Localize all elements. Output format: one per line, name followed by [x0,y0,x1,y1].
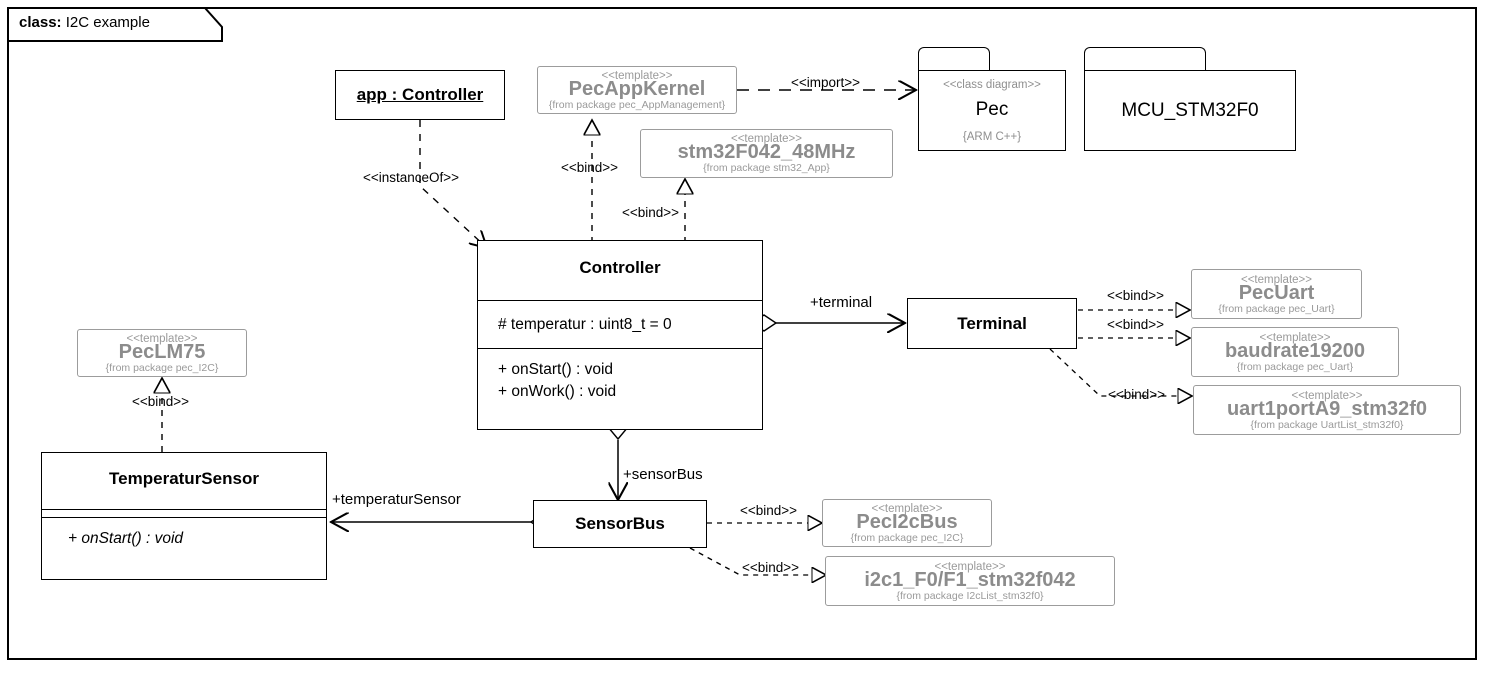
template-pecuart-from: {from package pec_Uart} [1218,303,1335,316]
class-controller-operation-1: + onWork() : void [498,383,617,400]
diagram-frame [7,7,1477,660]
template-stm32f042-stereotype: <<template>> [731,133,802,145]
package-mcu-stm32f0-tab [1084,47,1206,71]
class-temperatursensor-operations: + onStart() : void [42,517,326,571]
package-mcu-stm32f0-body: MCU_STM32F0 [1084,70,1296,151]
edge-label-instance-of: <<instanceOf>> [363,170,460,185]
edge-label-role-terminal: +terminal [810,294,873,311]
template-stm32f042[interactable]: <<template>> stm32F042_48MHz {from packa… [640,129,893,178]
frame-label-prefix: class: [19,14,62,31]
template-baudrate19200-stereotype: <<template>> [1259,332,1331,344]
edge-label-bind-stm32f042: <<bind>> [622,205,680,220]
template-baudrate19200-from: {from package pec_Uart} [1236,361,1354,374]
class-temperatursensor[interactable]: TemperaturSensor + onStart() : void [41,452,327,580]
edge-label-bind-i2c1: <<bind>> [742,560,800,575]
frame-label: class: I2C example [19,14,150,31]
template-uart1porta9-name: uart1portA9_stm32f0 [1226,398,1428,421]
template-peclm75-name: PecLM75 [118,341,206,364]
template-peci2cbus-stereotype: <<template>> [871,503,943,515]
template-peclm75[interactable]: <<template>> PecLM75 {from package pec_I… [77,329,247,377]
package-pec[interactable]: <<class diagram>> Pec {ARM C++} [918,47,1066,151]
class-controller-operations: + onStart() : void + onWork() : void [478,348,762,417]
package-pec-note: {ARM C++} [962,130,1022,143]
template-stm32f042-name: stm32F042_48MHz [677,141,856,164]
edge-label-bind-baudrate: <<bind>> [1107,317,1165,332]
edge-label-bind-uart1port: <<bind>> [1108,387,1166,402]
template-baudrate19200-name: baudrate19200 [1224,340,1366,363]
class-controller-title: Controller [579,258,661,277]
class-terminal[interactable]: Terminal [907,298,1077,349]
template-i2c1-stm32f042-name: i2c1_F0/F1_stm32f042 [864,569,1076,592]
package-mcu-stm32f0[interactable]: MCU_STM32F0 [1084,47,1296,151]
template-peci2cbus[interactable]: <<template>> PecI2cBus {from package pec… [822,499,992,547]
template-pecappkernel-name: PecAppKernel [568,78,706,101]
template-i2c1-stm32f042-stereotype: <<template>> [934,561,1006,573]
class-terminal-title: Terminal [957,314,1027,333]
class-sensorbus-title: SensorBus [575,514,665,533]
edge-label-bind-peci2cbus: <<bind>> [740,503,798,518]
class-controller[interactable]: Controller # temperatur : uint8_t = 0 + … [477,240,763,430]
template-peci2cbus-name: PecI2cBus [856,511,958,534]
template-uart1porta9-stereotype: <<template>> [1291,390,1363,402]
package-pec-tab [918,47,990,71]
class-temperatursensor-attributes [42,509,326,517]
package-pec-body: <<class diagram>> Pec {ARM C++} [918,70,1066,151]
edge-label-bind-peclm75: <<bind>> [132,394,190,409]
template-i2c1-stm32f042-from: {from package I2cList_stm32f0} [896,590,1044,603]
template-stm32f042-from: {from package stm32_App} [703,162,830,175]
edge-label-role-temperatursensor: +temperaturSensor [332,491,461,508]
frame-label-name: I2C example [65,14,150,31]
package-pec-stereotype: <<class diagram>> [943,78,1041,91]
template-baudrate19200[interactable]: <<template>> baudrate19200 {from package… [1191,327,1399,377]
template-peclm75-from: {from package pec_I2C} [105,362,219,375]
template-i2c1-stm32f042[interactable]: <<template>> i2c1_F0/F1_stm32f042 {from … [825,556,1115,606]
template-pecuart-name: PecUart [1238,282,1315,305]
class-controller-operation-0: + onStart() : void [498,361,614,378]
template-pecappkernel-stereotype: <<template>> [601,70,673,82]
package-pec-name: Pec [975,98,1009,120]
edge-label-bind-pecappkernel: <<bind>> [561,160,619,175]
edge-label-role-sensorbus: +sensorBus [623,466,703,483]
template-pecuart[interactable]: <<template>> PecUart {from package pec_U… [1191,269,1362,319]
class-sensorbus[interactable]: SensorBus [533,500,707,548]
class-temperatursensor-operation-0: + onStart() : void [68,530,184,547]
instance-app-controller-label: app : Controller [356,85,484,104]
template-peci2cbus-from: {from package pec_I2C} [850,532,964,545]
template-pecuart-stereotype: <<template>> [1241,274,1312,286]
edge-label-import: <<import>> [791,75,861,90]
class-temperatursensor-title: TemperaturSensor [109,469,259,488]
template-pecappkernel[interactable]: <<template>> PecAppKernel {from package … [537,66,737,114]
package-mcu-stm32f0-name: MCU_STM32F0 [1121,99,1259,121]
class-controller-attributes: # temperatur : uint8_t = 0 [478,300,762,348]
class-controller-attribute-0: # temperatur : uint8_t = 0 [498,315,672,333]
template-pecappkernel-from: {from package pec_AppManagement} [548,99,726,112]
edge-label-bind-pecuart: <<bind>> [1107,288,1165,303]
template-peclm75-stereotype: <<template>> [126,333,198,345]
template-uart1porta9[interactable]: <<template>> uart1portA9_stm32f0 {from p… [1193,385,1461,435]
template-uart1porta9-from: {from package UartList_stm32f0} [1250,419,1404,432]
instance-app-controller[interactable]: app : Controller [335,70,505,120]
